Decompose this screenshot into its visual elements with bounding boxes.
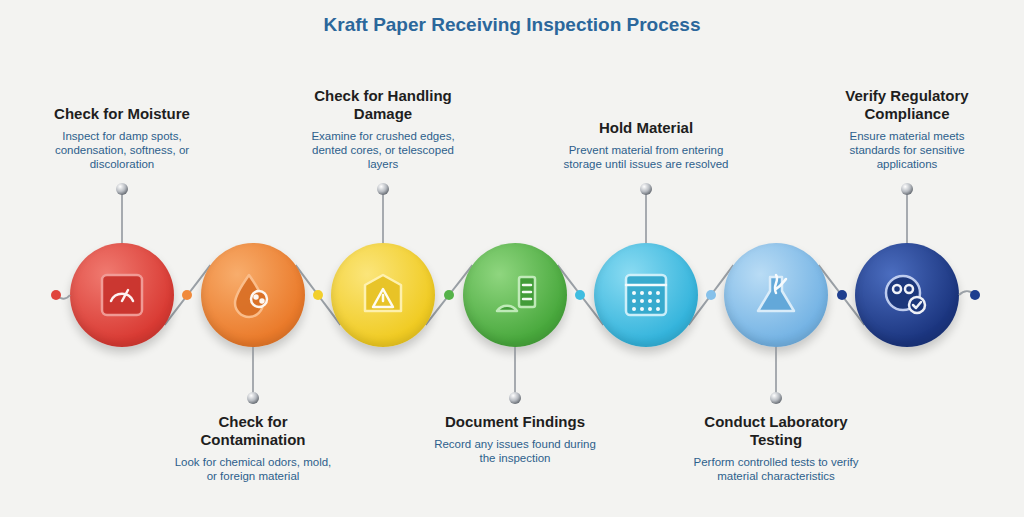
step-circle: Check for ContaminationLook for chemical… (201, 243, 305, 347)
diagram-title: Kraft Paper Receiving Inspection Process (0, 14, 1024, 36)
leader-pins (122, 190, 907, 397)
step-heading: Hold Material (561, 119, 731, 137)
step-text: Check for Handling DamageExamine for cru… (288, 87, 478, 171)
step-description: Record any issues found during the inspe… (431, 437, 599, 465)
step-heading: Check for Handling Damage (298, 87, 468, 123)
step-description: Look for chemical odors, mold, or foreig… (169, 455, 337, 483)
step-icons (102, 275, 925, 317)
step-description: Inspect for damp spots, condensation, so… (38, 129, 206, 171)
step-text: Check for MoistureInspect for damp spots… (27, 105, 217, 171)
step-heading: Verify Regulatory Compliance (822, 87, 992, 123)
step-circle: Conduct Laboratory TestingPerform contro… (724, 243, 828, 347)
end-wires (56, 291, 975, 299)
step-text: Check for ContaminationLook for chemical… (158, 413, 348, 483)
junction-balls (182, 290, 847, 300)
step-description: Prevent material from entering storage u… (562, 143, 730, 171)
step-text: Verify Regulatory ComplianceEnsure mater… (812, 87, 1002, 171)
step-heading: Conduct Laboratory Testing (691, 413, 861, 449)
step-description: Ensure material meets standards for sens… (823, 129, 991, 171)
step-circle: Check for MoistureInspect for damp spots… (70, 243, 174, 347)
wire-end-ball (51, 290, 61, 300)
step-circle: Hold MaterialPrevent material from enter… (594, 243, 698, 347)
step-heading: Check for Moisture (37, 105, 207, 123)
step-heading: Document Findings (430, 413, 600, 431)
step-circle: Check for Handling DamageExamine for cru… (331, 243, 435, 347)
step-description: Perform controlled tests to verify mater… (692, 455, 860, 483)
step-circle: Document FindingsRecord any issues found… (463, 243, 567, 347)
step-text: Hold MaterialPrevent material from enter… (551, 119, 741, 171)
pin-heads (116, 183, 913, 404)
wire-end-ball (970, 290, 980, 300)
step-text: Document FindingsRecord any issues found… (420, 413, 610, 465)
step-text: Conduct Laboratory TestingPerform contro… (681, 413, 871, 483)
step-circle: Verify Regulatory ComplianceEnsure mater… (855, 243, 959, 347)
step-description: Examine for crushed edges, dented cores,… (299, 129, 467, 171)
step-heading: Check for Contamination (168, 413, 338, 449)
